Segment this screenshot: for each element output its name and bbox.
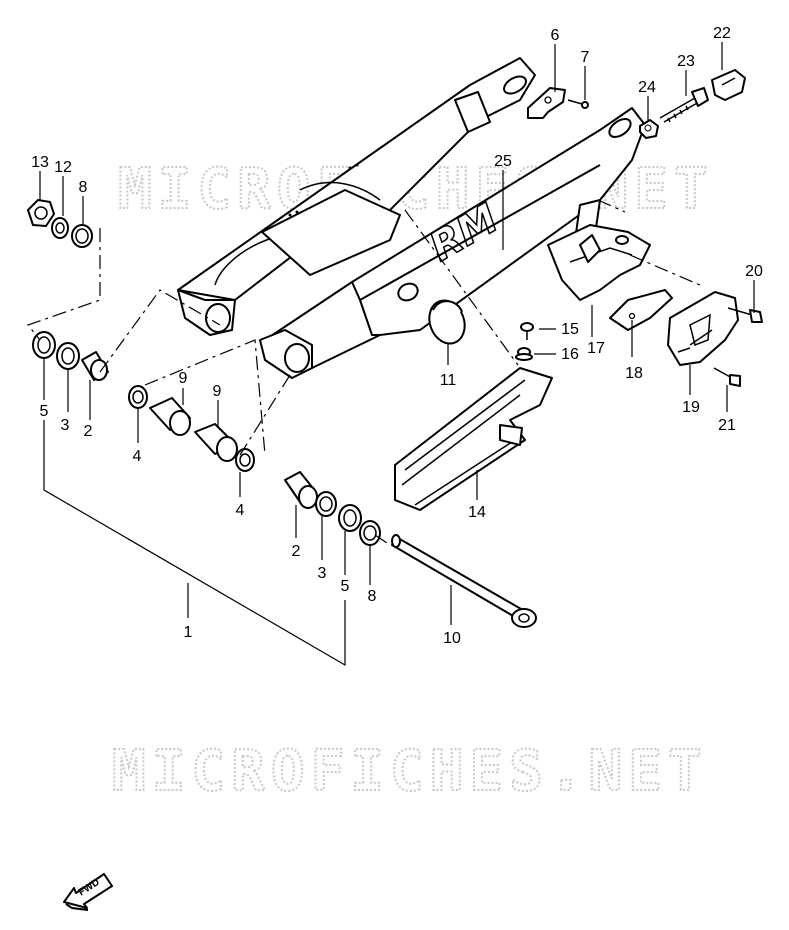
callout-9-right: 9 — [213, 383, 222, 400]
callout-2-right: 2 — [292, 543, 301, 560]
callouts: 1 2 2 3 3 4 4 5 5 6 7 8 8 9 9 10 11 12 1… — [31, 25, 763, 647]
callout-3-left: 3 — [61, 417, 70, 434]
callout-21: 21 — [718, 417, 736, 434]
watermark-bottom: MICROFICHES.NET — [112, 739, 708, 804]
screw-7 — [567, 99, 589, 109]
callout-13: 13 — [31, 154, 49, 171]
callout-23: 23 — [677, 53, 695, 70]
chain-guide-plate — [609, 289, 673, 331]
callout-20: 20 — [745, 263, 763, 280]
callout-11: 11 — [440, 372, 457, 389]
callout-18: 18 — [625, 365, 643, 382]
nut-13 — [27, 199, 55, 227]
bushing-2-left — [81, 351, 109, 381]
chain-guide — [667, 291, 739, 366]
adjuster-nut — [639, 119, 659, 139]
callout-3-right: 3 — [318, 565, 327, 582]
callout-2-left: 2 — [84, 423, 93, 440]
callout-1: 1 — [184, 624, 193, 641]
chain-guide-upper — [547, 224, 651, 301]
adjuster-block — [711, 69, 746, 101]
washer-8-upper — [71, 224, 93, 248]
pivot-cap — [428, 299, 466, 345]
callout-8-upper: 8 — [79, 179, 88, 196]
assembly-bracket-1 — [43, 420, 346, 667]
callout-24: 24 — [638, 79, 656, 96]
bracket-chain-adjuster — [527, 87, 566, 119]
callout-9-left: 9 — [179, 370, 188, 387]
screw-16 — [515, 347, 533, 361]
washer-4-left — [128, 385, 148, 409]
callout-7: 7 — [581, 49, 590, 66]
callout-16: 16 — [561, 346, 579, 363]
screw-15 — [520, 322, 534, 340]
bearing-3-right — [315, 491, 337, 517]
callout-4-right: 4 — [236, 502, 245, 519]
washer-8-lower — [359, 520, 381, 546]
swingarm: RM — [177, 57, 646, 379]
bearing-3-left — [56, 342, 80, 370]
adjuster-bolt — [659, 87, 709, 123]
callout-12: 12 — [54, 159, 72, 176]
fwd-arrow-icon: FWD — [63, 873, 113, 911]
callout-10: 10 — [443, 630, 461, 647]
callout-8-lower: 8 — [368, 588, 377, 605]
washer-12 — [51, 217, 69, 239]
bushing-2-right — [284, 471, 318, 509]
callout-5-left: 5 — [40, 403, 49, 420]
callout-19: 19 — [682, 399, 700, 416]
swingarm-cross-member — [261, 189, 401, 276]
callout-17: 17 — [587, 340, 605, 357]
callout-15: 15 — [561, 321, 579, 338]
callout-4-left: 4 — [133, 448, 142, 465]
collar-9-right — [194, 423, 238, 462]
collar-9-left — [149, 397, 191, 436]
leader-lines — [39, 42, 755, 625]
callout-14: 14 — [468, 504, 486, 521]
callout-6: 6 — [551, 27, 560, 44]
bolt-21 — [713, 367, 741, 387]
seal-5-right — [338, 504, 362, 532]
washer-4-right — [235, 448, 255, 472]
bolt-20 — [727, 307, 763, 323]
callout-5-right: 5 — [341, 578, 350, 595]
callout-22: 22 — [713, 25, 731, 42]
callout-25: 25 — [494, 153, 512, 170]
assembly-lines — [27, 199, 701, 546]
pivot-shaft — [391, 534, 537, 628]
chain-slider — [394, 367, 553, 511]
seal-5-left — [32, 331, 56, 359]
